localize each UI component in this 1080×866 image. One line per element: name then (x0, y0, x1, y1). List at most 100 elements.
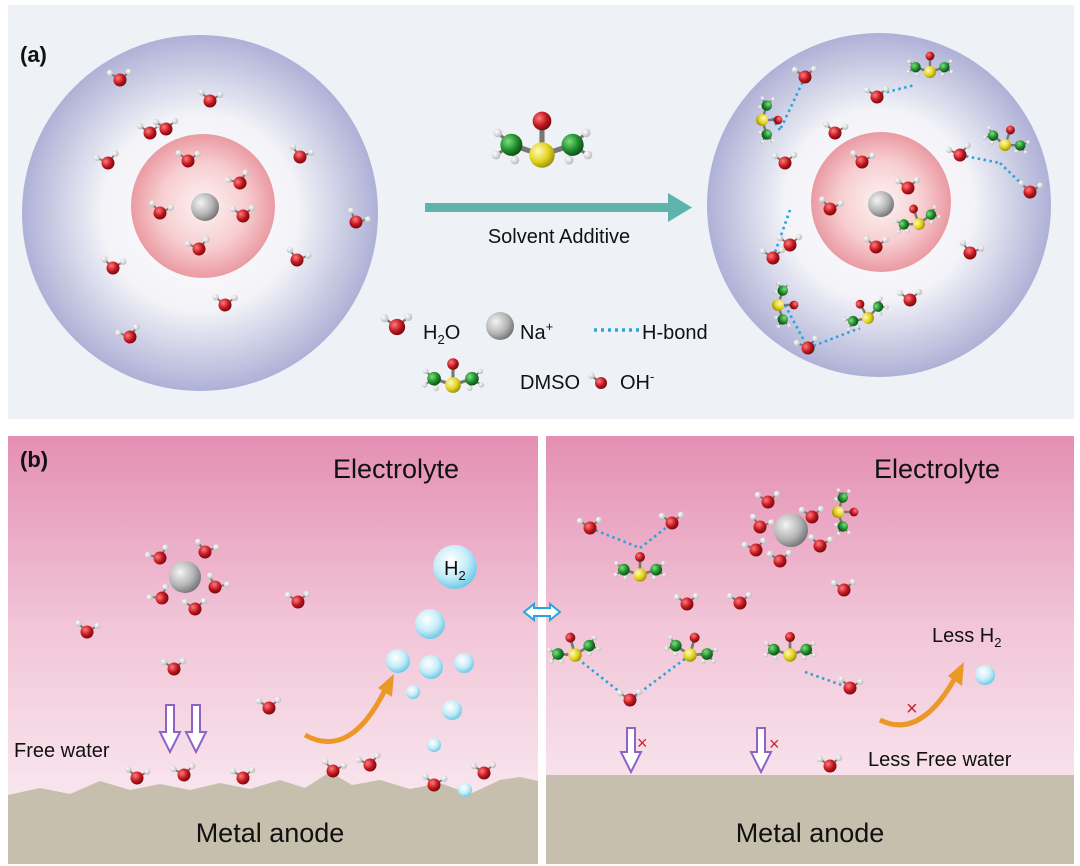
dmso-molecule (547, 632, 601, 664)
hydrogen-bubble (415, 609, 445, 639)
panel-a-tag: (a) (20, 42, 47, 67)
hydrogen-bubbles-left (386, 609, 474, 797)
water-molecule (741, 537, 767, 557)
water-molecule (212, 293, 238, 312)
legend-dmso-icon (421, 358, 485, 393)
blocked-cross-icon: × (769, 734, 780, 754)
water-molecule (576, 516, 603, 535)
hydrogen-bubble (427, 738, 441, 752)
down-arrow-icon (158, 704, 182, 755)
arrow-head (668, 193, 692, 222)
dmso-molecule (491, 111, 593, 168)
water-molecule (286, 246, 312, 267)
legend-water-label: H2O (423, 322, 460, 347)
hydrogen-bubble (454, 653, 474, 673)
solvation-sphere-right (707, 33, 1051, 377)
sodium-ion (169, 561, 201, 593)
water-molecule (146, 583, 169, 605)
water-molecule (808, 534, 834, 553)
less-free-water-label: Less Free water (868, 749, 1012, 771)
water-molecules-left-electrolyte (75, 538, 497, 792)
hydrogen-bond-line (778, 76, 807, 131)
dmso-molecules-right-electrolyte (547, 488, 859, 664)
water-molecule (673, 592, 700, 611)
water-molecule (658, 511, 685, 530)
water-molecule (255, 696, 282, 715)
dmso-molecule (755, 96, 783, 144)
legend-sodium-label: Na+ (520, 319, 553, 344)
legend-hydroxide-icon (588, 372, 607, 389)
water-molecule (106, 68, 133, 87)
water-molecule (145, 544, 169, 565)
water-molecule (791, 65, 818, 84)
hydrogen-bond-line (959, 153, 1001, 165)
down-arrow-icon (619, 727, 643, 775)
water-molecules-right-electrolyte (576, 490, 864, 773)
solvation-sphere-left (22, 35, 378, 391)
legend-hydroxide-label: OH- (620, 369, 654, 394)
h2-bubble (433, 545, 477, 589)
left-electrolyte-label: Electrolyte (333, 454, 459, 484)
right-electrolyte-label: Electrolyte (874, 454, 1000, 484)
water-molecule (798, 505, 825, 524)
hydrogen-bond-line (771, 209, 792, 259)
water-molecule (771, 151, 798, 170)
water-molecule (850, 150, 876, 169)
down-arrow-icon (749, 727, 773, 775)
dmso-molecule (842, 296, 889, 331)
dmso-molecule (831, 488, 859, 536)
dmso-molecule (771, 281, 799, 329)
h2-label: H2 (444, 558, 466, 583)
left-anode-label: Metal anode (196, 818, 345, 848)
legend-water-icon (380, 313, 413, 336)
hydrogen-bond-line (639, 521, 673, 550)
water-molecule (115, 323, 140, 344)
water-molecule (754, 490, 781, 509)
water-molecules-right-sphere (759, 65, 1044, 355)
water-molecule (289, 143, 315, 164)
blocked-cross-icon: × (637, 733, 648, 753)
h2-bubble (975, 665, 995, 685)
water-molecule (766, 549, 793, 568)
left-metal-anode (8, 772, 538, 864)
right-metal-anode (546, 775, 1074, 864)
hydrogen-bubble (386, 649, 410, 673)
legend-hbond-label: H-bond (642, 322, 708, 344)
legend-dmso-label: DMSO (520, 372, 580, 394)
water-molecule (818, 196, 844, 216)
arrow-shaft (425, 203, 673, 212)
sodium-ion (191, 193, 219, 221)
water-molecule (175, 149, 201, 168)
water-molecule (616, 688, 643, 707)
arrow-label: Solvent Additive (488, 226, 630, 248)
water-molecule (749, 513, 775, 534)
water-molecule (816, 754, 843, 773)
water-molecule (206, 572, 230, 594)
left-hydrogen-evolution-arrow (303, 688, 388, 745)
water-molecule (93, 150, 119, 170)
water-molecule (470, 761, 497, 780)
dmso-molecule (906, 51, 954, 78)
water-molecule (194, 538, 220, 559)
sodium-ion (774, 513, 808, 547)
hydrogen-bond-line (804, 670, 851, 690)
water-molecule (75, 620, 101, 639)
water-molecule (896, 288, 923, 307)
water-molecule (225, 169, 249, 190)
hydrogen-bubble (442, 700, 462, 720)
dmso-molecule-large (491, 111, 593, 168)
water-molecule (148, 200, 174, 220)
solvent-additive-arrow (425, 193, 692, 222)
hydrogen-bond-line (999, 162, 1031, 193)
legend: H2O Na+ H-bond DMSO OH- (380, 312, 708, 394)
dmso-molecule (982, 125, 1031, 155)
water-molecule (422, 773, 448, 792)
curved-arrow-head-icon (948, 662, 964, 686)
panel-b-tag: (b) (20, 447, 48, 472)
water-molecules-left-sphere (93, 68, 371, 344)
water-molecule (347, 207, 371, 229)
water-molecule (380, 313, 413, 336)
water-molecule (152, 117, 179, 136)
hydrogen-bond-line (783, 304, 810, 349)
